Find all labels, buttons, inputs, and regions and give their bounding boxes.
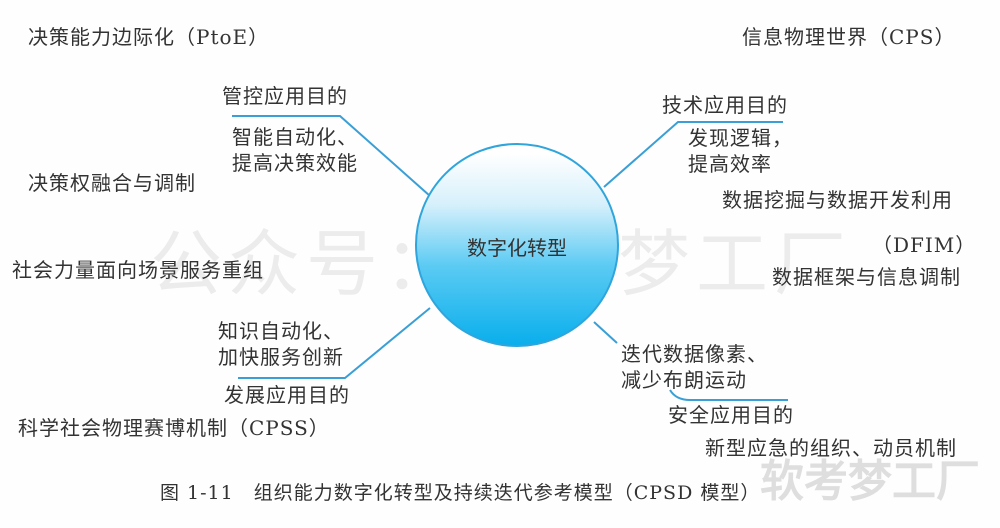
label-cpss: 科学社会物理赛博机制（CPSS） [18,416,330,440]
upper-right-line2: 提高效率 [688,152,772,176]
label-ptoe: 决策能力边际化（PtoE） [28,25,270,49]
line-upper-left [232,115,431,197]
left-item-2: 社会力量面向场景服务重组 [12,258,264,282]
lower-left-line2: 加快服务创新 [218,345,344,369]
lower-left-purpose: 发展应用目的 [224,383,350,407]
figure-caption: 图 1-11 组织能力数字化转型及持续迭代参考模型（CPSD 模型） [160,482,761,504]
watermark-logo: 软考梦工厂 [760,456,980,507]
center-label: 数字化转型 [467,236,567,260]
line-upper-right [603,121,783,188]
upper-right-purpose: 技术应用目的 [662,93,788,117]
upper-left-line2: 提高决策效能 [232,151,358,175]
center-circle [415,143,619,347]
label-dfim: （DFIM） [872,233,977,257]
line-lower-left [238,307,431,379]
line-lower-right [593,321,618,344]
left-item-1: 决策权融合与调制 [28,171,196,195]
upper-left-purpose: 管控应用目的 [222,84,348,108]
lower-left-line1: 知识自动化、 [218,319,344,343]
right-item-1: 数据挖掘与数据开发利用 [722,188,953,212]
upper-left-line1: 智能自动化、 [232,125,358,149]
lower-right-line2: 减少布朗运动 [621,368,747,392]
label-cps: 信息物理世界（CPS） [742,25,956,49]
right-item-3: 新型应急的组织、动员机制 [705,436,957,460]
lower-right-line1: 迭代数据像素、 [621,342,768,366]
line-lower-right-tail [669,389,788,401]
lower-right-purpose: 安全应用目的 [668,403,794,427]
right-item-2: 数据框架与信息调制 [772,265,961,289]
upper-right-line1: 发现逻辑， [688,126,793,150]
